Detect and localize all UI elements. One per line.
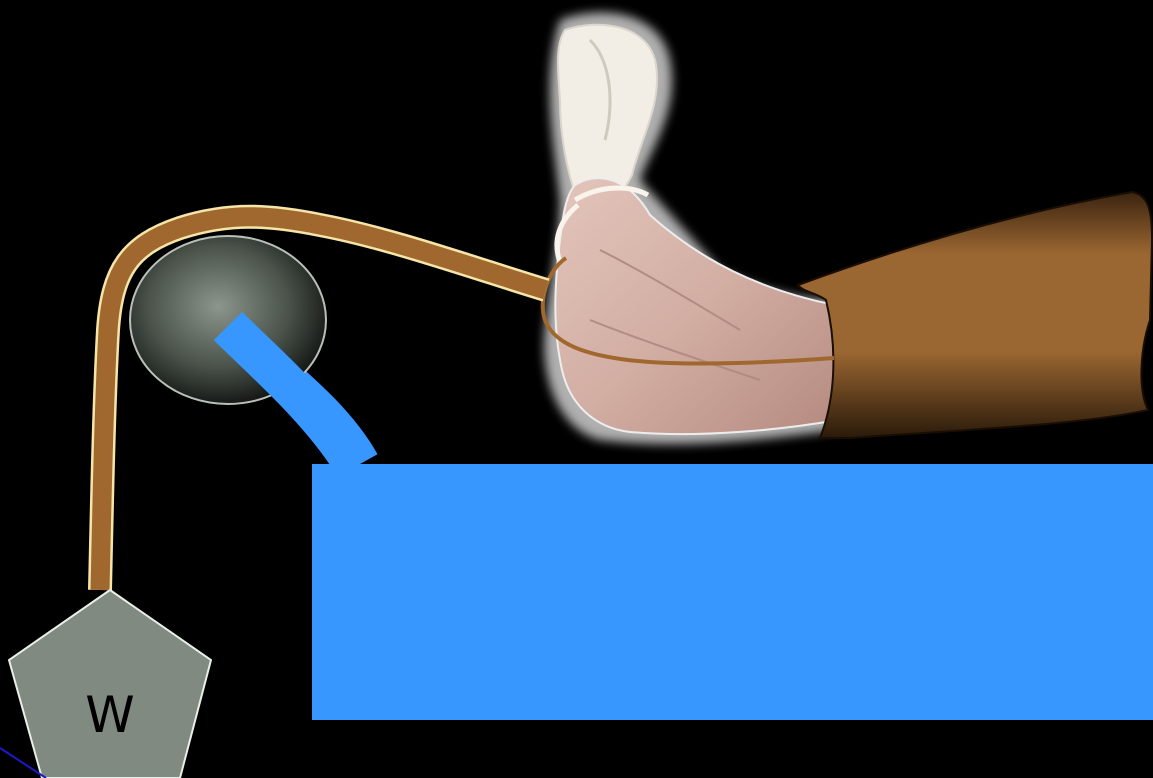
patient-leg bbox=[544, 13, 1152, 445]
foot bbox=[555, 178, 838, 434]
weight-label: W bbox=[85, 686, 134, 744]
bed-surface bbox=[312, 464, 1153, 720]
trouser-leg bbox=[798, 192, 1152, 438]
traction-weight bbox=[9, 590, 211, 778]
